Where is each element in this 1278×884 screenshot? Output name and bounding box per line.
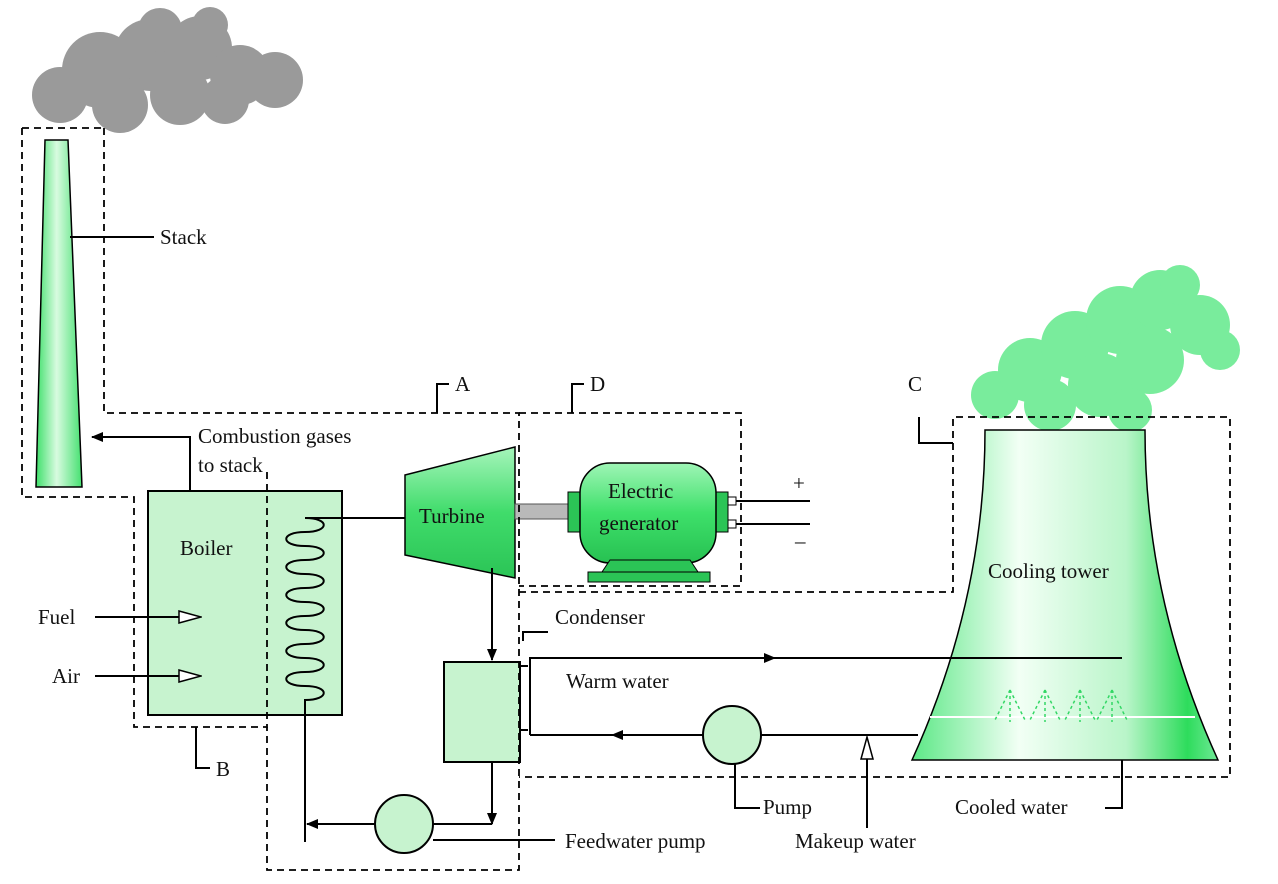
boundary-c bbox=[519, 416, 1231, 778]
cooling-tower-steam bbox=[971, 265, 1240, 432]
air-label: Air bbox=[52, 664, 80, 688]
boundary-b bbox=[21, 127, 268, 728]
cooled-water-label: Cooled water bbox=[955, 795, 1068, 819]
cooling-tower-label: Cooling tower bbox=[988, 559, 1109, 583]
makeup-water-label: Makeup water bbox=[795, 829, 916, 853]
boiler-coil bbox=[285, 517, 408, 842]
turbine-shaft bbox=[514, 503, 576, 520]
electric-generator bbox=[567, 462, 737, 583]
turbine-label: Turbine bbox=[419, 504, 485, 528]
stack-label: Stack bbox=[160, 225, 207, 249]
turbine bbox=[404, 446, 516, 579]
stack bbox=[35, 139, 83, 488]
generator-label-2: generator bbox=[599, 511, 678, 535]
feedwater-pump bbox=[374, 794, 434, 854]
combustion-gas-line bbox=[91, 432, 191, 491]
combustion-gases-label-1: Combustion gases bbox=[198, 424, 351, 448]
pump-label: Pump bbox=[763, 795, 812, 819]
condenser bbox=[443, 661, 521, 763]
feedwater-pump-label: Feedwater pump bbox=[565, 829, 706, 853]
boundary-a bbox=[103, 128, 520, 871]
condenser-label: Condenser bbox=[555, 605, 645, 629]
condenser-tube bbox=[529, 657, 1122, 735]
boundary-d bbox=[519, 412, 742, 587]
cooling-tower bbox=[910, 429, 1220, 761]
subsystem-b-label: B bbox=[216, 757, 230, 781]
boiler-label: Boiler bbox=[180, 536, 233, 560]
warm-water-label: Warm water bbox=[566, 669, 669, 693]
subsystem-c-label: C bbox=[908, 372, 922, 396]
plus-terminal: + bbox=[793, 471, 805, 495]
stack-smoke bbox=[32, 7, 303, 133]
pump bbox=[702, 705, 762, 765]
fuel-label: Fuel bbox=[38, 605, 76, 629]
spray-nozzles bbox=[994, 689, 1128, 722]
subsystem-a-label: A bbox=[455, 372, 471, 396]
combustion-gases-label-2: to stack bbox=[198, 453, 263, 477]
subsystem-d-label: D bbox=[590, 372, 605, 396]
minus-terminal: – bbox=[794, 529, 806, 553]
generator-label-1: Electric bbox=[608, 479, 673, 503]
